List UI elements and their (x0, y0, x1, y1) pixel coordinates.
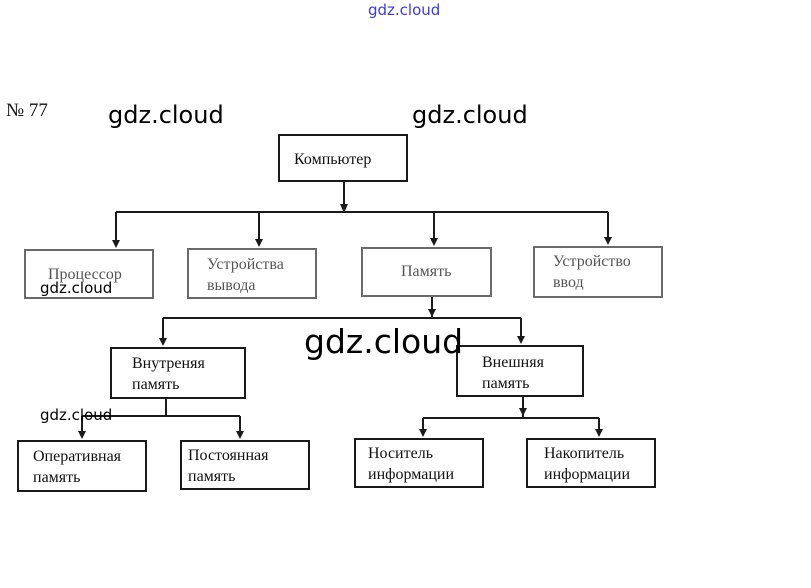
watermark-small-lower: gdz.cloud (40, 406, 113, 424)
node-label: Внешняя (482, 354, 544, 371)
node-external-memory: Внешняя память (456, 345, 584, 397)
node-label: информации (544, 466, 631, 483)
node-label: ввод (553, 274, 584, 291)
watermark-center: gdz.cloud (304, 322, 464, 361)
arrowhead (112, 240, 120, 248)
watermark-top: gdz.cloud (368, 1, 441, 19)
node-ram: Оперативная память (17, 440, 147, 492)
arrowhead (430, 238, 438, 246)
arrowhead (255, 239, 263, 247)
node-storage-drive: Накопитель информации (526, 438, 656, 488)
node-label: Постоянная (188, 447, 269, 464)
node-input-device: Устройство ввод (533, 246, 663, 298)
node-label: память (188, 468, 236, 485)
node-label: Компьютер (294, 151, 372, 168)
node-output-devices: Устройства вывода (187, 248, 317, 299)
watermark-right: gdz.cloud (412, 101, 528, 129)
arrowhead (340, 204, 348, 213)
node-storage-media: Носитель информации (354, 438, 484, 488)
arrowhead (595, 429, 603, 437)
problem-number: № 77 (6, 100, 48, 121)
arrowhead (428, 309, 436, 317)
arrowhead (419, 429, 427, 437)
watermark-small-upper: gdz.cloud (40, 279, 113, 297)
arrowhead (517, 336, 525, 344)
watermark-left: gdz.cloud (108, 101, 224, 129)
node-label: Накопитель (544, 445, 625, 462)
arrowhead (78, 431, 86, 439)
node-label: Устройства (207, 256, 284, 273)
arrowhead (604, 237, 612, 245)
node-label: Память (401, 263, 452, 280)
node-label: Носитель (368, 445, 433, 462)
node-memory: Память (361, 247, 492, 297)
node-label: память (482, 375, 530, 392)
node-processor: Процессор (24, 249, 154, 299)
arrowhead (159, 338, 167, 346)
node-label: вывода (207, 277, 256, 294)
node-label: память (33, 469, 81, 486)
node-label: информации (368, 466, 455, 483)
node-label: память (132, 376, 180, 393)
node-label: Устройство (553, 253, 631, 270)
node-label: Оперативная (33, 448, 122, 465)
arrowhead (236, 431, 244, 439)
node-label: Процессор (48, 266, 122, 283)
node-internal-memory: Внутреняя память (110, 347, 246, 399)
node-rom: Постоянная память (180, 440, 310, 490)
node-computer: Компьютер (278, 134, 408, 182)
node-label: Внутреняя (132, 355, 205, 372)
arrowhead (519, 408, 527, 416)
